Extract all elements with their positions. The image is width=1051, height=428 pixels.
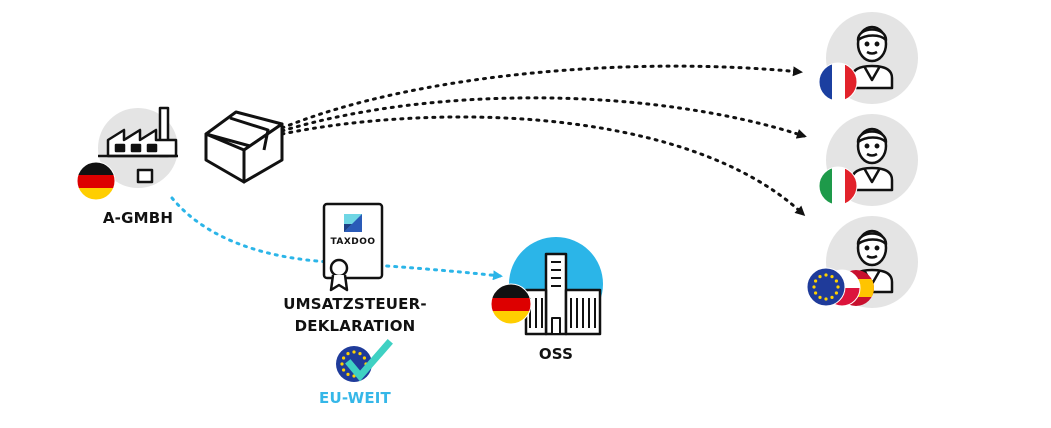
- germany-flag-icon: [491, 284, 531, 324]
- person-icon: [850, 127, 894, 192]
- delivery-arrows: [280, 64, 807, 217]
- oss-label: OSS: [538, 345, 574, 363]
- customer-france: [818, 12, 918, 104]
- taxdoo-logo: [344, 214, 362, 232]
- delivery-arrow-france: [280, 64, 803, 130]
- government-building-icon: [524, 252, 602, 336]
- factory-icon: [98, 106, 178, 184]
- oss-node: [490, 237, 603, 336]
- company-label: A-GMBH: [102, 209, 174, 227]
- customer-eu: [806, 216, 918, 308]
- eu-wide-label: EU-WEIT: [319, 389, 391, 407]
- package-box-icon: [204, 110, 284, 184]
- certificate-icon: [322, 202, 384, 292]
- delivery-arrow-italy: [280, 96, 807, 139]
- certificate-brand-label: TAXDOO: [330, 237, 376, 247]
- delivery-arrow-eu-customer: [280, 115, 806, 217]
- declaration-label-line2: DEKLARATION: [294, 317, 416, 335]
- company-node: [76, 106, 178, 201]
- customer-italy: [818, 114, 918, 206]
- france-flag-icon: [819, 63, 857, 101]
- eu-checkmark-icon: [336, 339, 393, 382]
- declaration-label-line1: UMSATZSTEUER-: [283, 295, 427, 313]
- eu-flag-icon: [806, 267, 846, 307]
